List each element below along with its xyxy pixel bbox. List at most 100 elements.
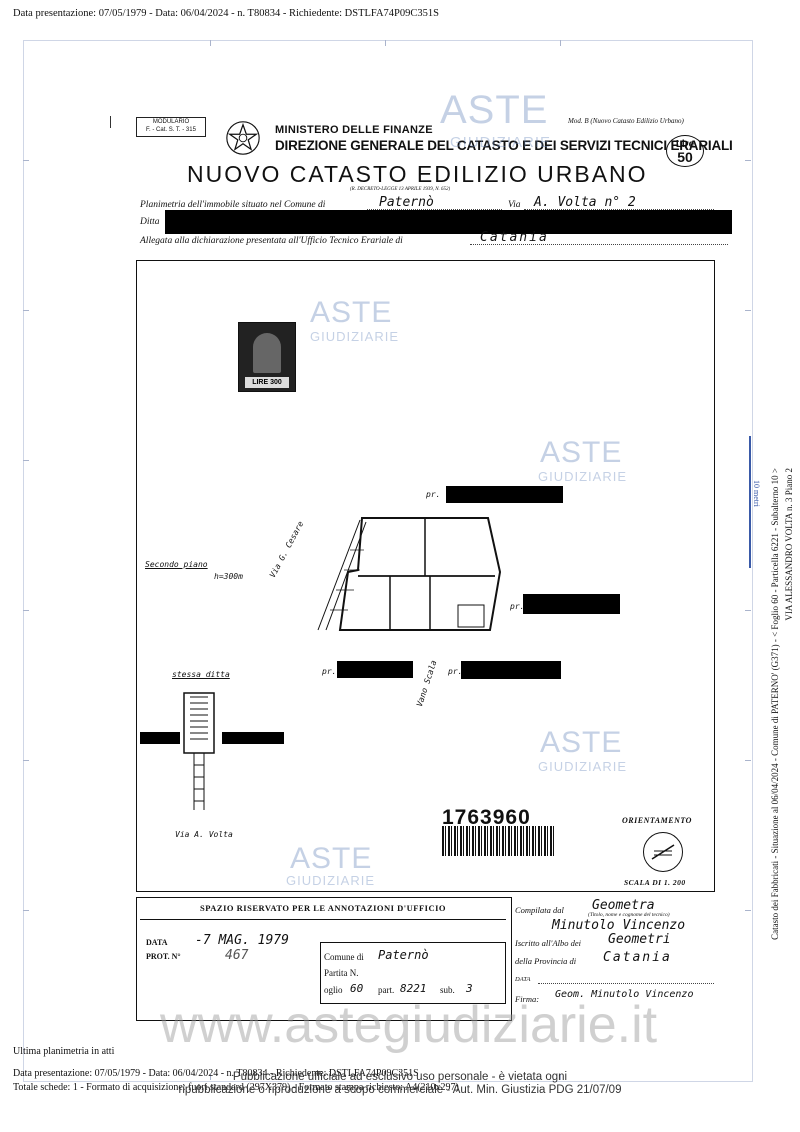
ultima-planimetria: Ultima planimetria in atti [13,1046,115,1057]
height-label: h=300m [214,572,243,581]
direction-name: DIREZIONE GENERALE DEL CATASTO E DEI SER… [275,138,733,153]
frame-tick [23,160,29,161]
compilata-data-line [538,982,714,984]
barcode [442,826,554,856]
floor-plan-area [136,260,715,892]
frame-tick [23,310,29,311]
annot-comune-value: Paternò [378,948,429,962]
redacted-neighbor [523,594,620,614]
frame-tick [745,760,751,761]
frame-tick [745,160,751,161]
annot-sub-label: sub. [440,985,455,995]
aste-watermark: ASTE [310,296,393,329]
frame-tick [210,40,211,46]
redacted-owner [165,210,732,234]
ditta-label: Ditta [140,217,160,227]
decree-reference: (R. DECRETO-LEGGE 13 APRILE 1939, N. 652… [350,187,451,192]
side-note: Catasto dei Fabbricati - Situazione al 0… [770,468,798,1036]
frame-tick [23,460,29,461]
giudiziarie-watermark: GIUDIZIARIE [286,873,376,888]
publication-notice-line1: Pubblicazione ufficiale ad esclusivo uso… [232,1071,568,1083]
annot-part-label: part. [378,985,395,995]
planimetria-label: Planimetria dell'immobile situato nel Co… [140,200,326,210]
compilata-label: Compilata dal [515,905,564,915]
comune-stamp-box [320,942,506,1004]
frame-tick [23,910,29,911]
lire-value: 50 [677,149,693,165]
scale-label: SCALA DI 1. 200 [624,878,686,887]
annot-prot-value: 467 [225,948,249,963]
footer-line2: Totale schede: 1 - Formato di acquisizio… [13,1082,459,1093]
side-note-line1: Catasto dei Fabbricati - Situazione al 0… [770,468,780,940]
modulario-code: F. - Cat. S. T. - 315 [146,127,196,133]
orientation-label: ORIENTAMENTO [622,816,692,825]
compilata-value: Geometra [592,898,655,913]
neighbor-label: pr. [448,667,463,676]
scale-bar [749,436,751,568]
annot-foglio-value: 60 [350,982,364,995]
ministry-name: MINISTERO DELLE FINANZE [275,124,433,136]
margin-mark [110,116,111,128]
stair-plan [183,692,215,810]
publication-notice-line2: ripubblicazione o riproduzione a scopo c… [178,1084,622,1096]
north-arrow-icon [643,832,683,872]
compilata-data-label: DATA [515,976,531,983]
annotations-title: SPAZIO RISERVATO PER LE ANNOTAZIONI D'UF… [140,903,506,920]
annot-prot-label: PROT. N° [146,952,181,961]
annot-part-value: 8221 [400,982,427,995]
comune-field: Paternò [367,195,502,210]
frame-tick [23,760,29,761]
document-header-line: Data presentazione: 07/05/1979 - Data: 0… [13,8,439,19]
page-frame [23,40,753,1082]
frame-tick [23,610,29,611]
publication-notice: Pubblicazione ufficiale ad esclusivo uso… [170,1071,630,1097]
street-volta-label: Via A. Volta [175,830,233,839]
giudiziarie-watermark: GIUDIZIARIE [538,469,628,484]
ufficio-field: Catania [470,230,728,245]
redacted-neighbor [222,732,284,744]
lire-stamp: Lire 50 [666,135,704,167]
giudiziarie-watermark: GIUDIZIARIE [310,329,400,344]
redacted-neighbor [446,486,563,503]
side-note-line2: VIA ALESSANDRO VOLTA n. 3 Piano 2 [784,468,794,621]
aste-watermark: ASTE [540,726,623,759]
same-owner-label: stessa ditta [172,670,230,679]
annot-sub-value: 3 [466,982,473,995]
firma-label: Firma: [515,994,540,1004]
frame-tick [385,40,386,46]
redacted-neighbor [337,661,413,678]
redacted-neighbor [461,661,561,679]
frame-tick [745,310,751,311]
via-field-value: A. Volta n° 2 [534,195,636,210]
provincia-label: della Provincia di [515,956,577,966]
frame-tick [560,1074,561,1080]
comune-field-value: Paternò [379,195,434,210]
apartment-floor-plan [317,517,502,631]
modulario-box: MODULARIO F. - Cat. S. T. - 315 [136,117,206,137]
redacted-neighbor [140,732,180,744]
annot-data-value: -7 MAG. 1979 [195,933,289,948]
allegata-label: Allegata alla dichiarazione presentata a… [140,236,403,246]
compiler-name: Minutolo Vincenzo [552,918,686,933]
annot-data-label: DATA [146,938,168,947]
ufficio-field-value: Catania [480,230,549,245]
giudiziarie-watermark: GIUDIZIARIE [538,759,628,774]
neighbor-label: pr. [322,667,337,676]
giudiziarie-watermark: GIUDIZIARIE [450,134,552,151]
barcode-number: 1763960 [442,806,531,829]
signature: Geom. Minutolo Vincenzo [555,989,694,1000]
frame-tick [745,610,751,611]
iscritto-label: Iscritto all'Albo dei [515,938,582,948]
aste-watermark: ASTE [290,842,373,875]
via-label: Via [508,200,521,210]
annot-comune-label: Comune di [324,952,364,962]
provincia-value: Catania [603,950,672,965]
neighbor-label: pr. [426,490,441,499]
revenue-stamp: LIRE 300 [238,322,296,392]
annot-partita-label: Partita N. [324,968,359,978]
annot-foglio-label: oglio [324,985,343,995]
floor-label: Secondo piano [145,560,208,569]
frame-tick [210,1074,211,1080]
lire-label: Lire [675,139,695,150]
via-field: A. Volta n° 2 [524,195,714,210]
